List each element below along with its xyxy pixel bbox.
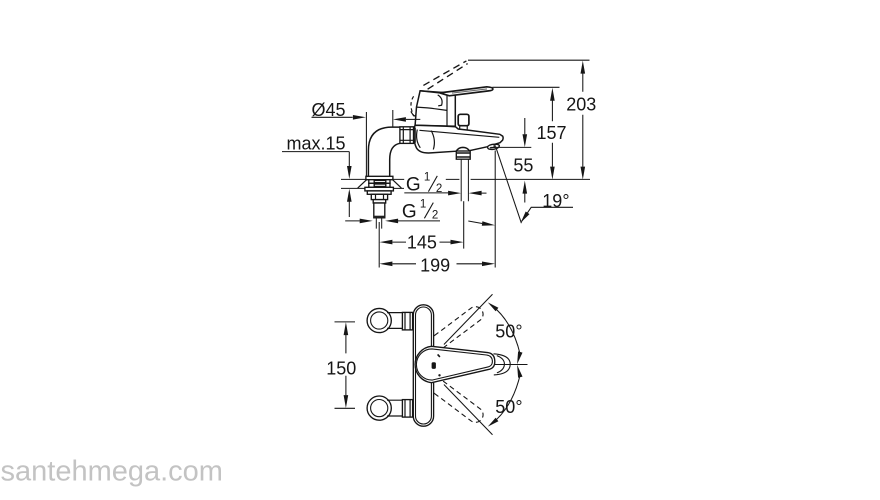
svg-text:50°: 50° (495, 322, 522, 342)
svg-text:157: 157 (537, 123, 567, 143)
svg-text:G: G (402, 201, 417, 222)
svg-text:50°: 50° (495, 397, 522, 417)
svg-text:G: G (406, 175, 421, 196)
svg-text:55: 55 (513, 155, 533, 175)
svg-text:150: 150 (326, 359, 356, 379)
svg-text:19°: 19° (542, 191, 569, 211)
svg-text:Ø45: Ø45 (312, 100, 346, 120)
svg-text:2: 2 (432, 210, 438, 222)
svg-text:santehmega.com: santehmega.com (1, 456, 223, 488)
svg-text:1: 1 (424, 172, 430, 184)
svg-text:1: 1 (420, 198, 426, 210)
svg-text:203: 203 (566, 95, 596, 115)
svg-text:max.15: max.15 (287, 133, 346, 153)
svg-text:145: 145 (407, 232, 437, 252)
svg-text:2: 2 (436, 183, 442, 195)
svg-text:199: 199 (420, 255, 450, 275)
